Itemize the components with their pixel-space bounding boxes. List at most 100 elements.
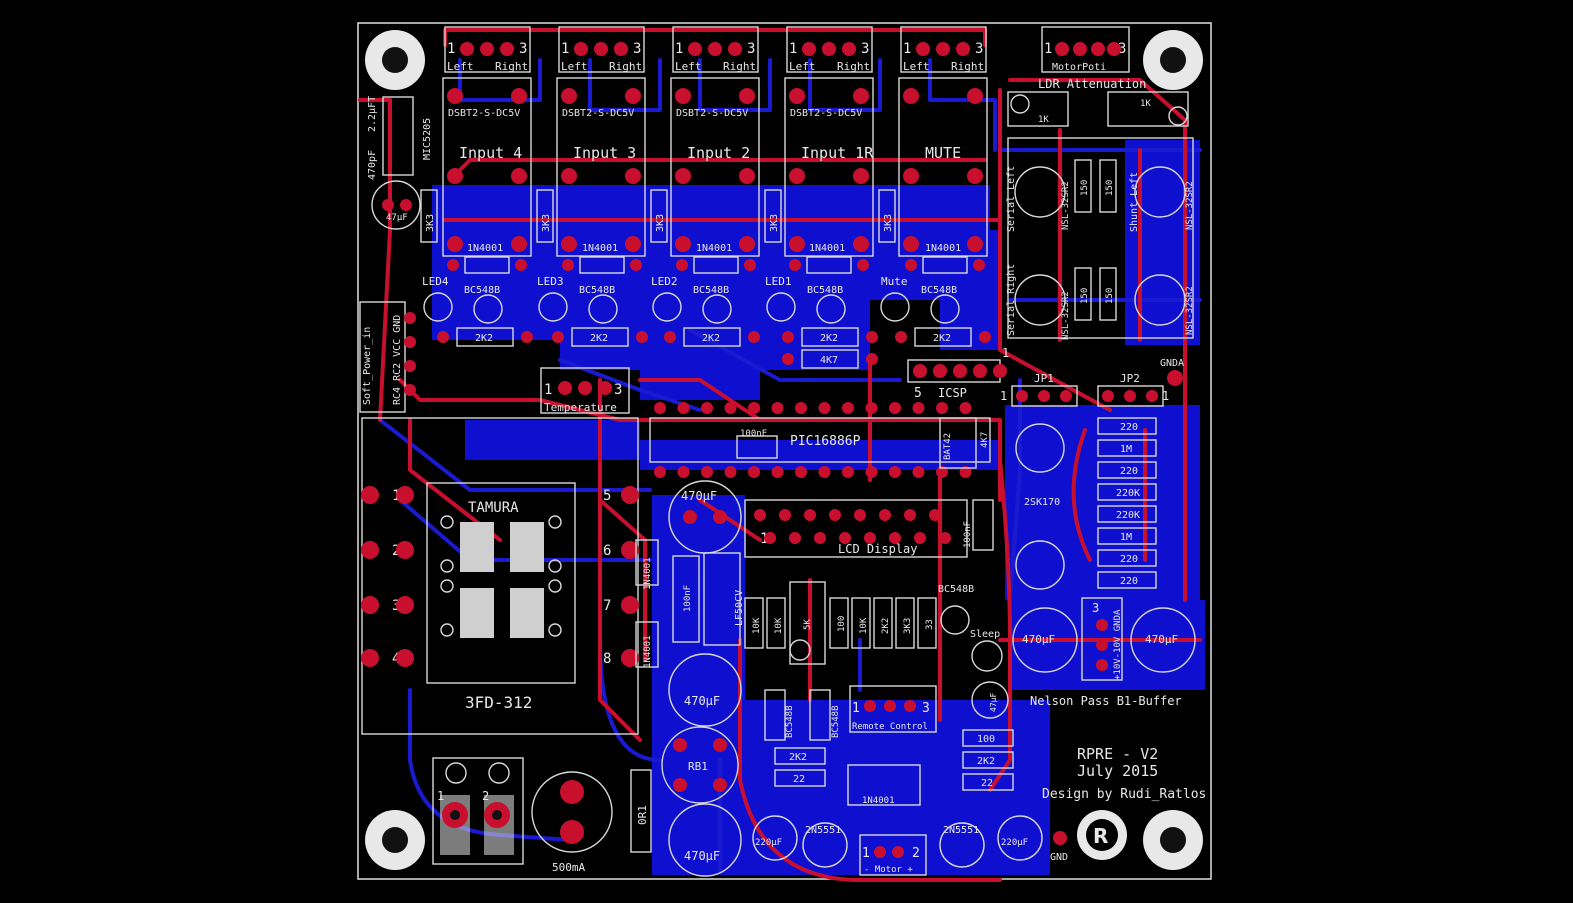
svg-text:DSBT2-S-DC5V: DSBT2-S-DC5V — [790, 108, 862, 119]
svg-text:BC548B: BC548B — [464, 285, 500, 296]
svg-text:22: 22 — [981, 778, 993, 789]
svg-text:3K3: 3K3 — [655, 214, 666, 232]
svg-text:2N5551: 2N5551 — [805, 825, 841, 836]
pic-pin — [889, 466, 901, 478]
svg-text:MotorPoti: MotorPoti — [1052, 62, 1106, 73]
svg-text:2SK170: 2SK170 — [1024, 497, 1060, 508]
svg-text:LCD Display: LCD Display — [838, 542, 917, 556]
svg-text:220: 220 — [1120, 576, 1138, 587]
svg-text:1: 1 — [544, 382, 552, 398]
resistors-3k3: 3K3 3K3 3K3 3K3 3K3 — [420, 189, 896, 243]
svg-text:LED4: LED4 — [422, 275, 449, 288]
svg-text:DSBT2-S-DC5V: DSBT2-S-DC5V — [562, 108, 634, 119]
svg-text:220µF: 220µF — [755, 838, 782, 848]
power-supply: 470µF 470µF 470µF RB1 0R1 1N4001 1N4001 … — [630, 480, 745, 877]
svg-text:5: 5 — [603, 488, 611, 504]
svg-text:Serial Left: Serial Left — [1006, 166, 1017, 232]
svg-text:8: 8 — [603, 651, 611, 667]
svg-text:2K2: 2K2 — [933, 333, 951, 344]
pic-pin — [748, 402, 760, 414]
lcd-pin — [914, 532, 926, 544]
svg-text:DSBT2-S-DC5V: DSBT2-S-DC5V — [676, 108, 748, 119]
svg-text:1: 1 — [862, 846, 870, 861]
svg-text:2.2µFT: 2.2µFT — [367, 96, 378, 132]
svg-text:BC548B: BC548B — [785, 705, 795, 738]
svg-text:3K3: 3K3 — [769, 214, 780, 232]
svg-text:NSL-32SR2: NSL-32SR2 — [1061, 291, 1071, 340]
svg-text:Nelson Pass B1-Buffer: Nelson Pass B1-Buffer — [1030, 694, 1182, 708]
svg-text:JP2: JP2 — [1120, 372, 1140, 385]
svg-text:3: 3 — [1118, 41, 1126, 57]
svg-text:JP1: JP1 — [1034, 372, 1054, 385]
svg-text:Left: Left — [561, 60, 588, 73]
relays: DSBT2-S-DC5V Input 4 DSBT2-S-DC5V Input … — [442, 77, 988, 257]
svg-text:150: 150 — [1105, 180, 1115, 196]
svg-text:1N4001: 1N4001 — [696, 243, 732, 254]
svg-text:LF50CV: LF50CV — [734, 590, 745, 626]
svg-text:100nF: 100nF — [740, 429, 767, 439]
svg-text:6: 6 — [603, 543, 611, 559]
svg-text:Right: Right — [609, 60, 642, 73]
svg-text:1N4001: 1N4001 — [809, 243, 845, 254]
svg-text:2K2: 2K2 — [475, 333, 493, 344]
lcd-pin — [754, 509, 766, 521]
pic-pin — [842, 402, 854, 414]
pic-pin — [959, 402, 972, 414]
svg-text:500mA: 500mA — [552, 861, 585, 874]
svg-text:470µF: 470µF — [1145, 633, 1178, 646]
pic-pin — [701, 402, 713, 414]
svg-text:NSL-32SR2: NSL-32SR2 — [1185, 181, 1195, 230]
svg-text:2: 2 — [482, 789, 489, 803]
pic-pin — [677, 466, 690, 478]
svg-text:7: 7 — [603, 598, 611, 614]
lcd-pin — [804, 509, 816, 521]
lcd-pin — [779, 509, 791, 521]
pic-pin — [795, 466, 807, 478]
svg-text:220: 220 — [1120, 466, 1138, 477]
svg-text:BC548B: BC548B — [938, 584, 974, 595]
svg-text:1: 1 — [789, 41, 797, 57]
svg-text:10K: 10K — [859, 617, 869, 634]
svg-text:NSL-32SR2: NSL-32SR2 — [1061, 181, 1071, 230]
svg-text:3: 3 — [861, 41, 869, 57]
pic-pin — [677, 402, 690, 414]
svg-text:1K: 1K — [1038, 115, 1049, 125]
svg-text:3K3: 3K3 — [903, 618, 913, 634]
pic-pin — [889, 402, 901, 414]
svg-text:470µF: 470µF — [1022, 633, 1055, 646]
svg-text:LDR Attenuation: LDR Attenuation — [1038, 77, 1146, 91]
pic-pin — [865, 402, 878, 414]
svg-text:2K2: 2K2 — [789, 752, 807, 763]
svg-text:1N4001: 1N4001 — [643, 557, 653, 590]
svg-text:1: 1 — [437, 789, 444, 803]
mains-input: 1 2 500mA — [432, 757, 613, 874]
svg-text:150: 150 — [1080, 288, 1090, 304]
pic-pin — [771, 466, 784, 478]
svg-text:Left: Left — [675, 60, 702, 73]
svg-text:1: 1 — [1162, 389, 1169, 403]
jumpers: JP1 1 JP2 1 — [1000, 372, 1169, 407]
top-traces — [358, 28, 1202, 882]
svg-text:5: 5 — [914, 386, 922, 401]
motor-driver: 1 3 Remote Control BC548B BC548B 2K2 22 … — [752, 685, 1068, 876]
svg-text:2: 2 — [912, 846, 920, 861]
svg-text:1M: 1M — [1120, 532, 1132, 543]
pic-pin — [936, 466, 948, 478]
svg-text:3: 3 — [633, 41, 641, 57]
pic-pin — [959, 466, 972, 478]
svg-text:5K: 5K — [803, 619, 813, 630]
svg-text:Remote Control: Remote Control — [852, 722, 928, 732]
svg-text:RB1: RB1 — [688, 760, 708, 773]
svg-text:1N4001: 1N4001 — [467, 243, 503, 254]
svg-text:3: 3 — [747, 41, 755, 57]
lcd-pin — [854, 509, 866, 521]
svg-text:Sleep: Sleep — [970, 629, 1000, 640]
svg-text:0R1: 0R1 — [636, 805, 649, 825]
svg-text:Shunt Left: Shunt Left — [1129, 172, 1140, 232]
pic-pin — [818, 402, 831, 414]
svg-text:1: 1 — [852, 701, 860, 716]
svg-text:1M: 1M — [1120, 444, 1132, 455]
svg-text:- Motor +: - Motor + — [864, 865, 913, 875]
